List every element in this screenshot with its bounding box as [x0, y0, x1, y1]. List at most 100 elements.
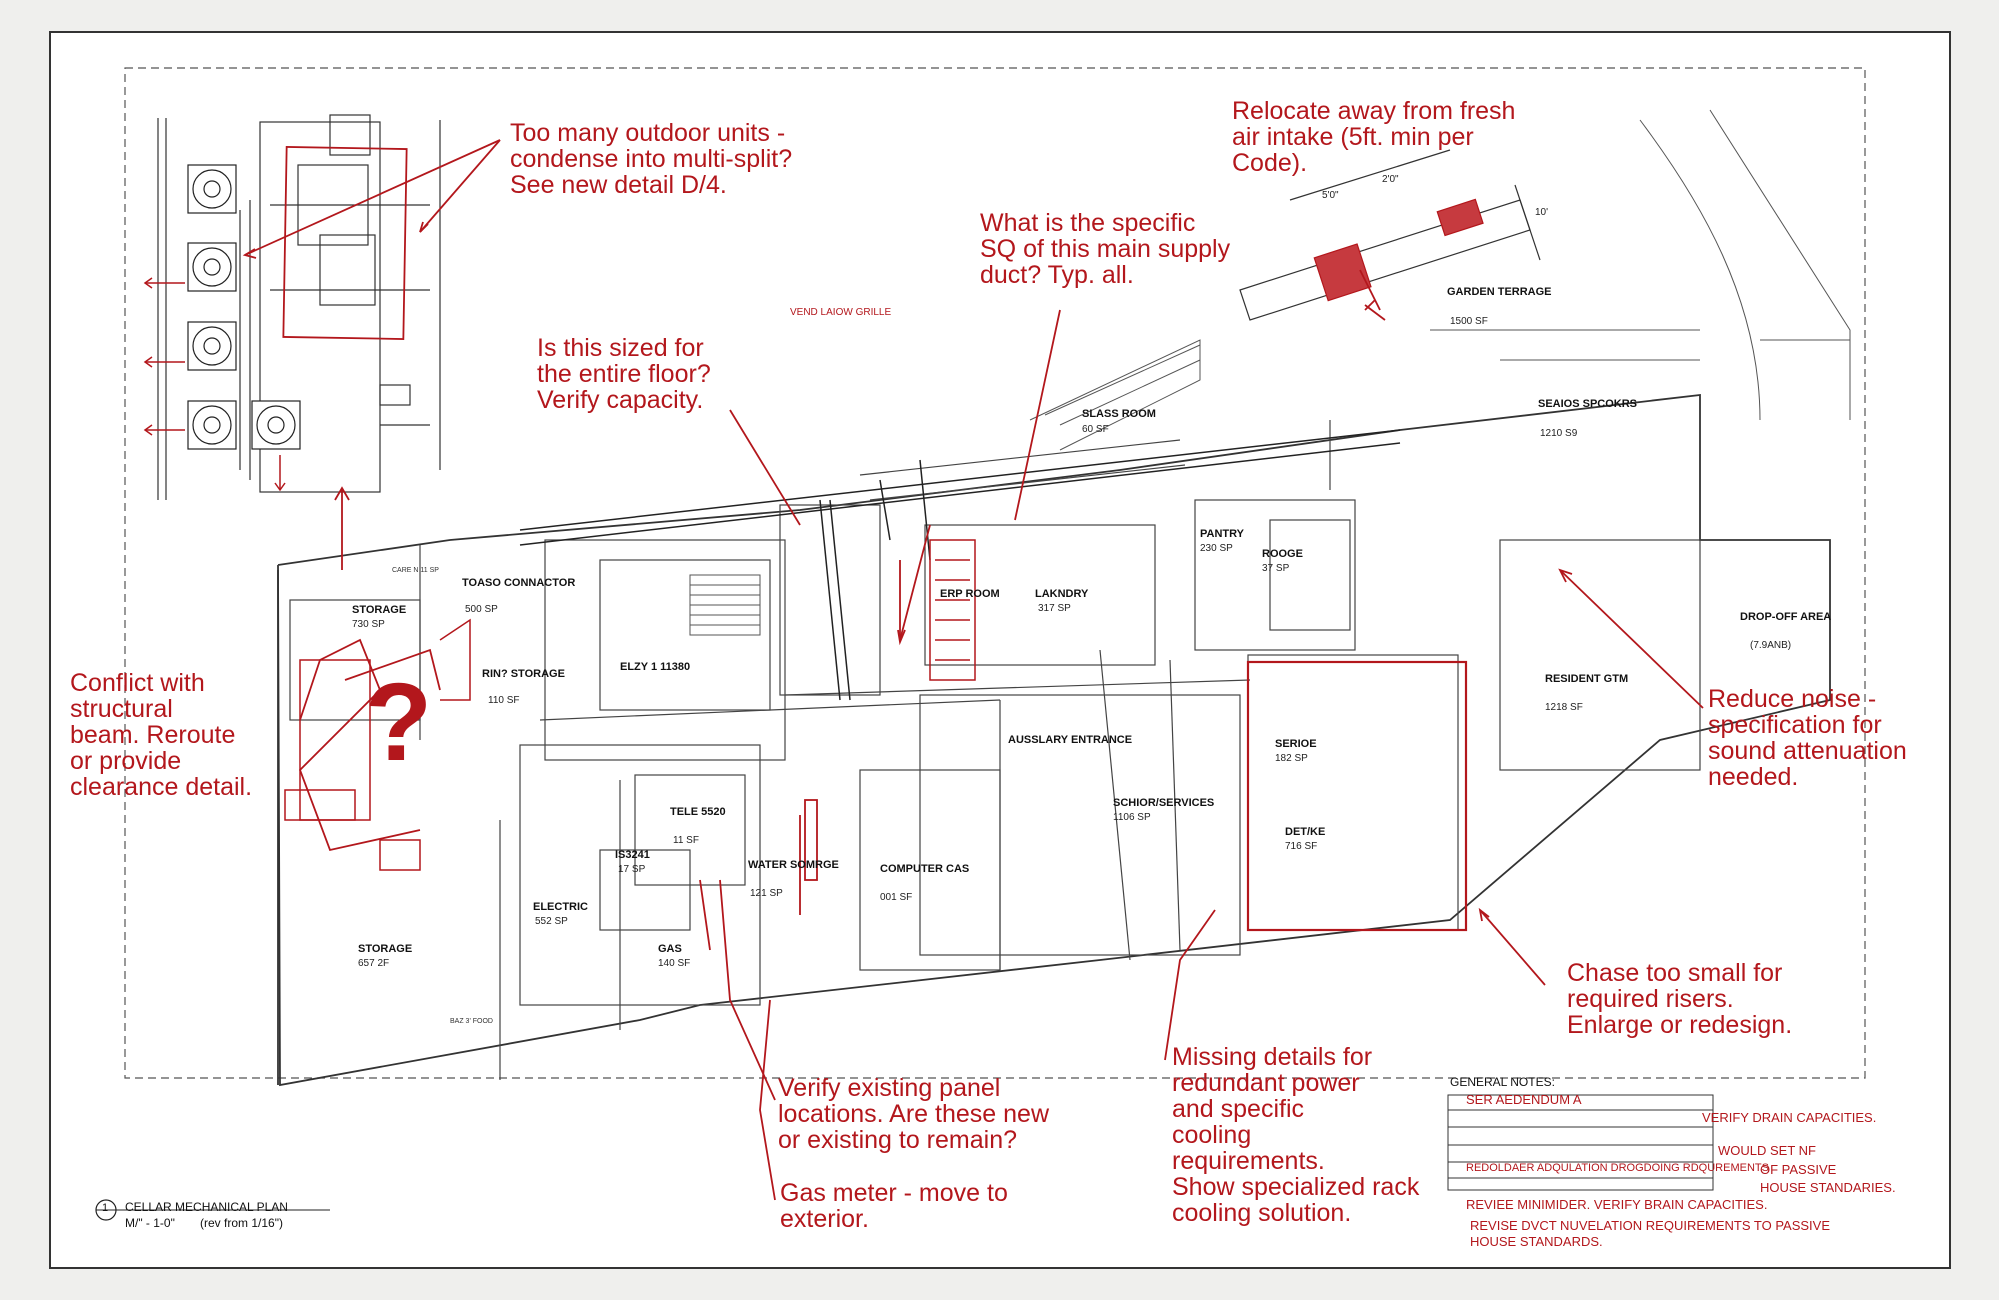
annotation-line: specification for	[1708, 711, 1882, 739]
ramp-and-terrace	[1029, 109, 1851, 451]
condenser-discharge-arrows	[143, 277, 286, 492]
room-area: 140 SF	[658, 958, 690, 969]
room-label: ERP ROOM	[940, 588, 1000, 600]
annotation-line: condense into multi-split?	[510, 145, 793, 173]
annotation-gas-meter: Gas meter - move to exterior.	[780, 1180, 1008, 1232]
general-note-house-standards: HOUSE STANDARDS.	[1470, 1234, 1603, 1249]
annotation-line: redundant power	[1172, 1069, 1360, 1097]
room-area: 1106 SP	[1113, 812, 1151, 823]
room-label: RESIDENT GTM	[1545, 673, 1628, 685]
room-label: GARDEN TERRAGE	[1447, 286, 1552, 298]
room-label: LAKNDRY	[1035, 588, 1089, 600]
room-area: 17 SP	[618, 864, 646, 875]
general-notes-title: GENERAL NOTES:	[1450, 1075, 1555, 1089]
annotation-line: or existing to remain?	[778, 1126, 1018, 1154]
room-label: GAS	[658, 943, 682, 955]
room-area: (7.9ANB)	[1750, 640, 1791, 651]
room-label: TELE 5520	[670, 806, 726, 818]
room-label: SERIOE	[1275, 738, 1317, 750]
fresh-air-intake-detail	[1239, 149, 1541, 321]
plan-number: 1	[102, 1202, 109, 1214]
room-label: AUSSLARY ENTRANCE	[1008, 734, 1132, 746]
annotation-line: Is this sized for	[537, 334, 704, 362]
plan-scale: M/" - 1-0"	[125, 1216, 175, 1230]
room-area: 1500 SF	[1450, 316, 1488, 327]
room-label: IS3241	[615, 849, 650, 861]
room-area: 552 SP	[535, 916, 568, 927]
annotation-noise: Reduce noise - specification for sound a…	[1708, 686, 1907, 790]
room-area: 182 SP	[1275, 753, 1308, 764]
room-label: DROP-OFF AREA	[1740, 611, 1831, 623]
general-note-revise: REVISE DVCT NUVELATION REQUIREMENTS TO P…	[1470, 1218, 1830, 1233]
annotation-line: Too many outdoor units -	[510, 119, 786, 147]
question-mark: ?	[365, 661, 432, 784]
room-area: 11 SF	[673, 835, 699, 846]
dimension-label: 5'0"	[1322, 190, 1339, 201]
room-label: PANTRY	[1200, 528, 1245, 540]
annotation-line: SQ of this main supply	[980, 235, 1231, 263]
room-area: 37 SP	[1262, 563, 1290, 574]
markup-leaders	[242, 139, 1704, 1201]
room-area: 60 SF	[1082, 424, 1109, 435]
dimension-label: 10'	[1535, 207, 1548, 218]
annotation-line: Reduce noise -	[1708, 685, 1877, 713]
bias-callout: BAZ 3' FOOD	[450, 1018, 493, 1025]
annotation-line: clearance detail.	[70, 773, 253, 801]
room-area: 500 SP	[465, 604, 498, 615]
annotation-line: Enlarge or redesign.	[1567, 1011, 1793, 1039]
room-area: 230 SP	[1200, 543, 1233, 554]
plan-title-bubble	[95, 1199, 330, 1221]
plan-title: CELLAR MECHANICAL PLAN	[125, 1200, 288, 1214]
annotation-line: Chase too small for	[1567, 959, 1783, 987]
annotation-line: Missing details for	[1172, 1043, 1373, 1071]
room-area: 110 SF	[488, 695, 520, 706]
room-area: 1210 S9	[1540, 428, 1578, 439]
sheet-border	[49, 31, 1951, 1269]
dimension-label: 2'0"	[1382, 174, 1399, 185]
room-label: TOASO CONNACTOR	[462, 577, 575, 589]
room-label: ELZY 1 11380	[620, 661, 690, 673]
room-label: DET/KE	[1285, 826, 1325, 838]
annotation-line: and specific	[1172, 1095, 1305, 1123]
room-label: STORAGE	[352, 604, 406, 616]
annotation-line: the entire floor?	[537, 360, 711, 388]
annotation-line: Verify capacity.	[537, 386, 704, 414]
annotation-sized-floor: Is this sized for the entire floor? Veri…	[537, 335, 711, 413]
room-area: 657 2F	[358, 958, 389, 969]
annotation-line: Show specialized rack	[1172, 1173, 1420, 1201]
supply-ducts	[519, 429, 1401, 701]
room-area: 001 SF	[880, 892, 912, 903]
annotation-line: exterior.	[780, 1205, 869, 1233]
annotation-line: Gas meter - move to	[780, 1179, 1008, 1207]
room-area: 317 SP	[1038, 603, 1071, 614]
room-area: 730 SP	[352, 619, 385, 630]
room-label: ELECTRIC	[533, 901, 588, 913]
annotation-line: duct? Typ. all.	[980, 261, 1134, 289]
condenser-units	[187, 164, 301, 450]
room-label: SCHIOR/SERVICES	[1113, 797, 1214, 809]
annotation-structural: Conflict with structural beam. Reroute o…	[70, 670, 252, 800]
annotation-missing-details: Missing details for redundant power and …	[1172, 1044, 1419, 1226]
annotation-line: locations. Are these new	[778, 1100, 1049, 1128]
annotation-line: See new detail D/4.	[510, 171, 727, 199]
room-label: SLASS ROOM	[1082, 408, 1156, 420]
general-note-passive: OF PASSIVE	[1760, 1162, 1837, 1177]
plan-revision: (rev from 1/16")	[200, 1216, 283, 1230]
room-area: 716 SF	[1285, 841, 1317, 852]
general-notes-box	[1447, 1094, 1714, 1191]
room-label: ROOGE	[1262, 548, 1303, 560]
property-line	[124, 67, 1866, 1079]
annotation-outdoor-units: Too many outdoor units - condense into m…	[510, 120, 792, 198]
annotation-fresh-air: Relocate away from fresh air intake (5ft…	[1232, 98, 1515, 176]
general-note-review: REVIEE MINIMIDER. VERIFY BRAIN CAPACITIE…	[1466, 1197, 1768, 1212]
room-label: STORAGE	[358, 943, 412, 955]
annotation-line: needed.	[1708, 763, 1799, 791]
annotation-line: What is the specific	[980, 209, 1196, 237]
annotation-line: required risers.	[1567, 985, 1734, 1013]
annotation-supply-duct: What is the specific SQ of this main sup…	[980, 210, 1230, 288]
room-area: 121 SP	[750, 888, 783, 899]
annotation-line: cooling	[1172, 1121, 1252, 1149]
annotation-line: Verify existing panel	[778, 1074, 1001, 1102]
room-area: 1218 SF	[1545, 702, 1583, 713]
